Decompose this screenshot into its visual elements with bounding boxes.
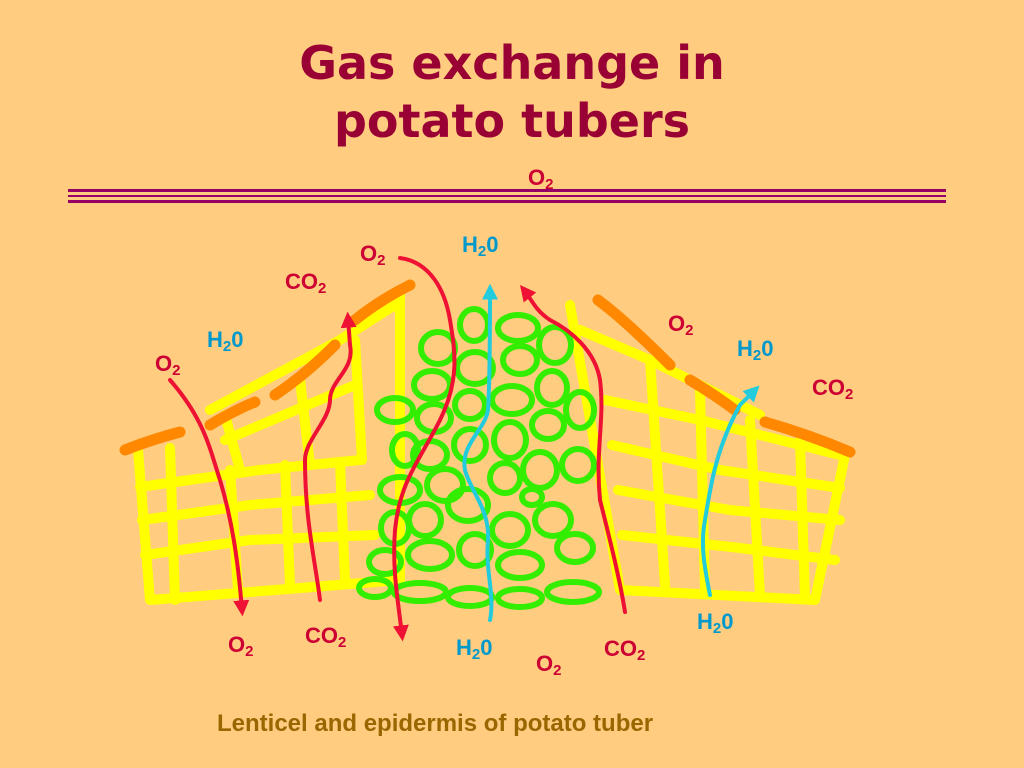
label-co2-bottom-right: CO2 <box>604 636 646 664</box>
label-o2-right: O2 <box>668 311 694 339</box>
right-epidermis-cells <box>565 300 850 605</box>
label-co2-upper-left: CO2 <box>285 269 327 297</box>
label-o2-upper-left: O2 <box>360 241 386 269</box>
title-line-2: potato tubers <box>333 94 691 148</box>
o2-inward-arrow-left <box>168 378 250 617</box>
water-arrows <box>462 283 760 622</box>
lenticel-cells <box>356 306 602 610</box>
title-line-1: Gas exchange in <box>299 36 725 90</box>
co2-outward-arrow-right <box>520 285 627 614</box>
label-o2-bottom-center: O2 <box>536 651 562 679</box>
label-h2o-right: H20 <box>737 336 774 364</box>
label-h2o-bottom-right: H20 <box>697 609 734 637</box>
diagram-caption: Lenticel and epidermis of potato tuber <box>217 710 654 737</box>
label-co2-bottom-left: CO2 <box>305 623 347 651</box>
title-rule-middle <box>68 195 946 197</box>
label-o2-top: O2 <box>528 165 554 193</box>
left-epidermis-cells <box>133 290 405 605</box>
label-h2o-top-center: H20 <box>462 232 499 260</box>
label-o2-left: O2 <box>155 351 181 379</box>
slide-title: Gas exchange in potato tubers <box>0 34 1024 150</box>
label-o2-bottom-left: O2 <box>228 632 254 660</box>
title-rule-top <box>68 189 946 192</box>
h2o-outward-arrow-center <box>462 283 498 622</box>
epidermis-surface <box>119 279 856 458</box>
label-h2o-left: H20 <box>207 327 244 355</box>
o2-inward-arrow-center <box>392 256 457 642</box>
label-co2-right: CO2 <box>812 375 854 403</box>
title-rule-bottom <box>68 200 946 203</box>
label-h2o-bottom-center: H20 <box>456 635 493 663</box>
co2-outward-arrow-left <box>302 311 357 602</box>
gas-arrows <box>168 256 627 642</box>
h2o-outward-arrow-right <box>700 385 760 597</box>
